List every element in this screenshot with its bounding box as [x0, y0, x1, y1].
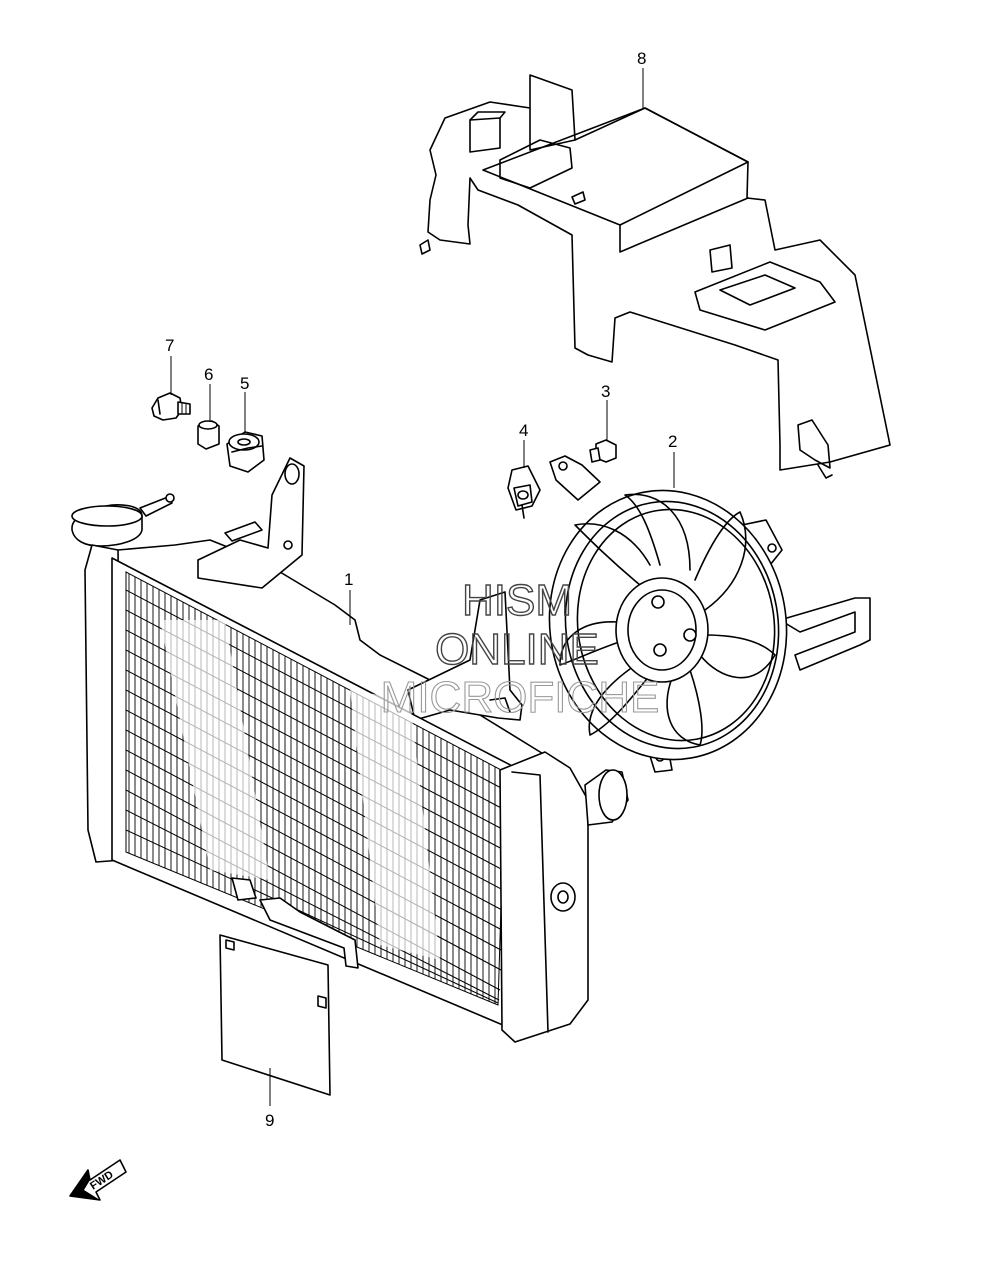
bolt [151, 392, 191, 421]
watermark-line-2: ONLINE [435, 625, 599, 674]
watermark-line-3: MICROFICHE [381, 673, 660, 722]
callout-3: 3 [601, 382, 610, 401]
radiator [71, 457, 629, 1043]
watermark: HISM ONLINE MICROFICHE [380, 575, 660, 722]
spacer-collar [197, 420, 220, 450]
leader-lines [170, 68, 675, 1106]
rubber-grommet [226, 431, 265, 473]
watermark-line-1: HISM [462, 576, 572, 625]
callout-6: 6 [204, 365, 213, 384]
callout-5: 5 [240, 374, 249, 393]
callout-labels: 8 7 6 5 4 3 2 1 9 [165, 49, 677, 1130]
cooling-fan [548, 455, 871, 773]
clip-nut [507, 465, 541, 519]
callout-1: 1 [344, 570, 353, 589]
screw [589, 439, 617, 463]
forward-direction-arrow: FWD [69, 1159, 127, 1201]
callout-4: 4 [519, 421, 528, 440]
radiator-guard-plate [219, 934, 331, 1096]
callout-7: 7 [165, 336, 174, 355]
callout-2: 2 [668, 432, 677, 451]
callout-8: 8 [637, 49, 646, 68]
air-duct-shroud [419, 74, 891, 479]
callout-9: 9 [265, 1111, 274, 1130]
